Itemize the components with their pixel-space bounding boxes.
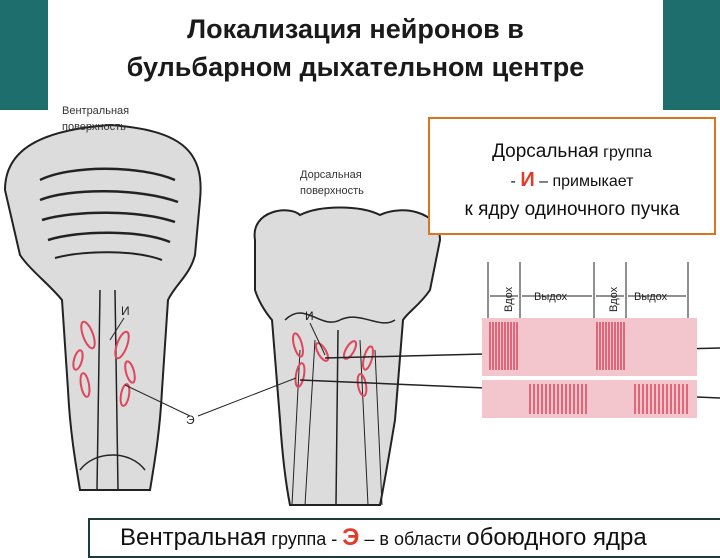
ventral-text-1: Вентральная <box>120 524 266 551</box>
ventral-surface-label-1: Вентральная <box>62 105 129 117</box>
dorsal-group-callout: Дорсальная группа - И – примыкает к ядру… <box>428 117 716 235</box>
dorsal-line-2: - И – примыкает <box>430 169 714 192</box>
dorsal-text-5: к ядру одиночного пучка <box>465 199 680 220</box>
ventral-line: Вентральная группа - Э – в области обоюд… <box>120 524 647 552</box>
ventral-brainstem <box>5 125 201 490</box>
dorsal-surface-label-1: Дорсальная <box>300 169 362 181</box>
ventral-text-4: обоюдного ядра <box>466 524 646 551</box>
brainstem-figure: Вентральная поверхность Дорсальная повер… <box>0 0 720 540</box>
dorsal-surface-label-2: поверхность <box>300 185 364 197</box>
dorsal-text-4: – примыкает <box>535 173 634 190</box>
dorsal-text-3: - <box>511 173 521 190</box>
ventral-text-3: – в области <box>359 529 466 549</box>
ventral-text-2: группа - <box>266 529 342 549</box>
dorsal-text-2: группа <box>599 144 652 161</box>
dorsal-line-3: к ядру одиночного пучка <box>430 199 714 221</box>
ventral-letter-e: Э <box>342 524 359 551</box>
ventral-group-callout: Вентральная группа - Э – в области обоюд… <box>88 518 720 558</box>
neuron-recordings: Вдох Выдох Вдох Выдох <box>482 262 697 418</box>
dorsal-line-1: Дорсальная группа <box>430 141 714 163</box>
record-label-2: Выдох <box>534 291 568 303</box>
record-label-3: Вдох <box>608 286 620 312</box>
dorsal-text-1: Дорсальная <box>492 141 599 162</box>
dorsal-letter-i: И <box>520 169 534 191</box>
record-label-4: Выдох <box>634 291 668 303</box>
marker-i-ventral: И <box>121 304 130 318</box>
record-label-1: Вдох <box>503 286 515 312</box>
ventral-surface-label-2: поверхность <box>62 121 126 133</box>
marker-i-dorsal: И <box>305 309 314 323</box>
